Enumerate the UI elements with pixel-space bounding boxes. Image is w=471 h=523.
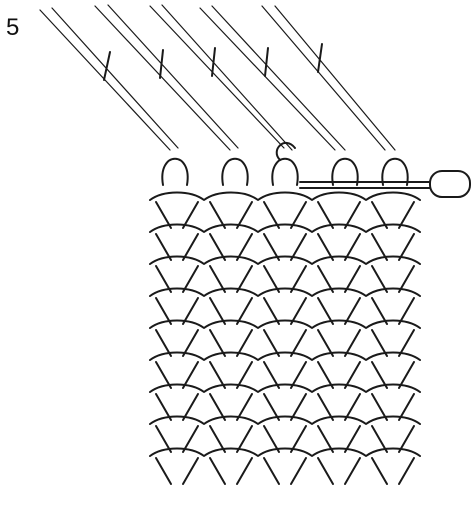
- stitch-loop: [272, 159, 297, 185]
- stitch-loop: [162, 159, 187, 185]
- fabric-row: [150, 385, 420, 393]
- stitch-leg: [183, 458, 198, 484]
- fabric-row: [150, 449, 420, 457]
- fabric-row: [150, 321, 420, 329]
- stitch-leg: [156, 458, 171, 484]
- stitch-leg: [345, 458, 360, 484]
- step-number: 5: [6, 14, 19, 42]
- fabric-row: [150, 193, 420, 201]
- fabric-row: [150, 225, 420, 233]
- fabric-row: [150, 289, 420, 297]
- stitch-leg: [264, 458, 279, 484]
- fabric-row: [150, 417, 420, 425]
- stitch-leg: [210, 458, 225, 484]
- fabric-row: [150, 353, 420, 361]
- knitted-fabric: [150, 193, 420, 485]
- stitch-leg: [399, 458, 414, 484]
- stitch-leg: [372, 458, 387, 484]
- stitch-loop: [222, 159, 247, 185]
- stitch-leg: [318, 458, 333, 484]
- fabric-row: [150, 257, 420, 265]
- stitch-leg: [291, 458, 306, 484]
- yarn-strands-icon: [40, 5, 395, 150]
- crochet-hook-icon: [277, 143, 470, 197]
- stitch-leg: [237, 458, 252, 484]
